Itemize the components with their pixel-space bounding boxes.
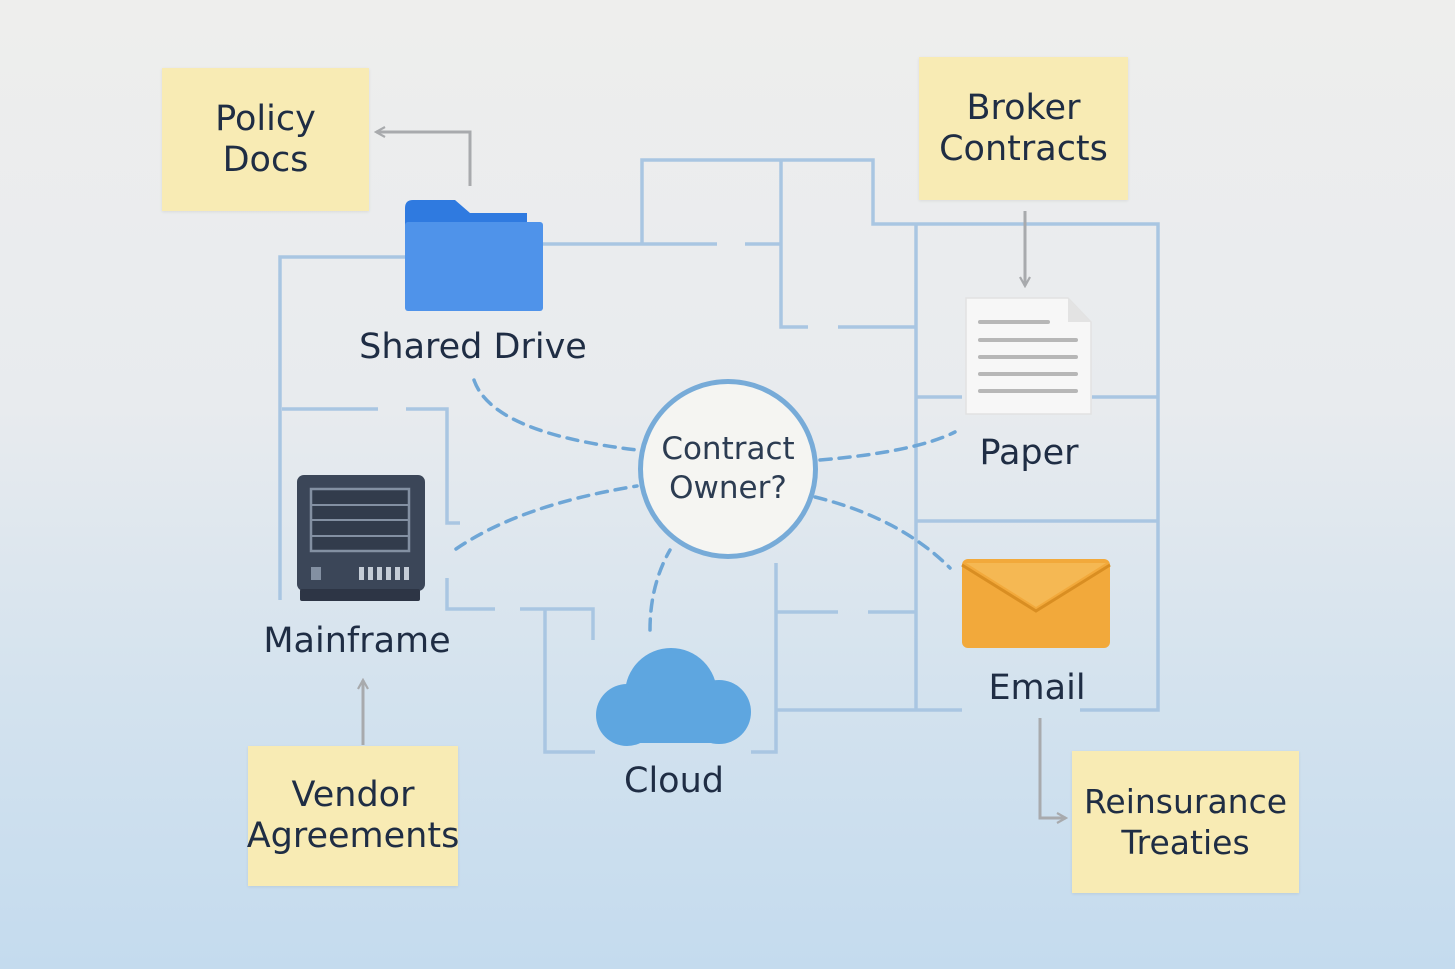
note-line: Docs <box>222 139 309 180</box>
note-line: Agreements <box>246 816 460 856</box>
note-line: Treaties <box>1121 823 1250 862</box>
note-line: Policy <box>215 98 316 139</box>
email-envelope-icon <box>961 559 1111 648</box>
hub-links <box>454 378 957 632</box>
maze-lines <box>278 158 1160 754</box>
note-arrows <box>363 132 1066 818</box>
paper-document-icon <box>965 297 1092 415</box>
paper-label: Paper <box>979 433 1079 473</box>
contract-owner-hub: Contract Owner? <box>638 379 818 559</box>
cloud-icon <box>596 648 751 746</box>
cloud-label: Cloud <box>624 761 724 801</box>
shared-drive-label: Shared Drive <box>359 327 587 367</box>
mainframe-label: Mainframe <box>263 621 451 661</box>
note-line: Vendor <box>291 775 415 815</box>
note-line: Reinsurance <box>1083 782 1288 821</box>
note-line: Broker <box>966 87 1081 128</box>
hub-line: Owner? <box>669 470 787 506</box>
folder-icon <box>405 200 543 311</box>
hub-line: Contract <box>661 431 795 467</box>
mainframe-server-icon <box>297 475 425 601</box>
note-line: Contracts <box>939 128 1108 169</box>
email-label: Email <box>988 668 1086 708</box>
